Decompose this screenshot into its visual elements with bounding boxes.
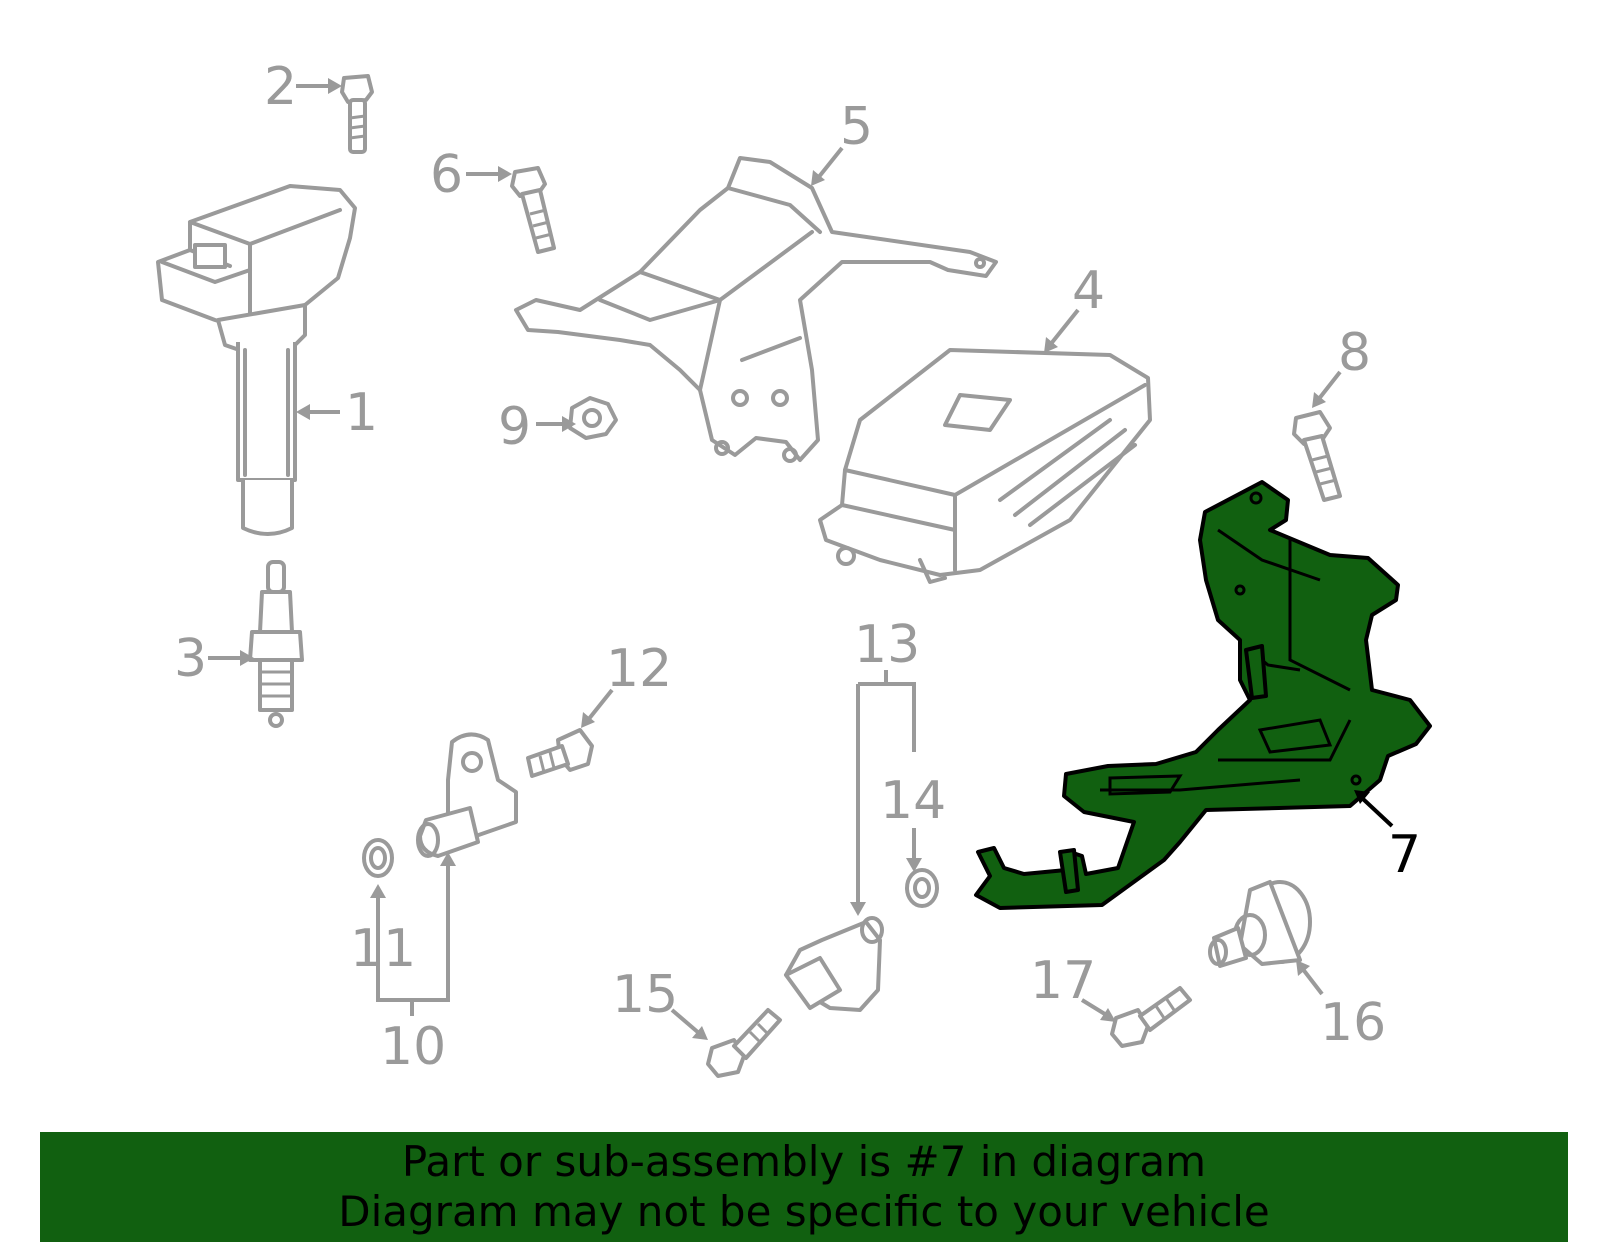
- bolt-2[interactable]: [340, 74, 374, 154]
- bolt-17[interactable]: [1110, 986, 1192, 1048]
- callout-11: 11: [350, 919, 416, 979]
- spark-plug[interactable]: [248, 560, 304, 728]
- seal-ring[interactable]: [362, 838, 394, 878]
- callout-10: 10: [380, 1017, 446, 1077]
- callout-5: 5: [840, 97, 873, 157]
- banner-line-2: Diagram may not be specific to your vehi…: [338, 1187, 1270, 1236]
- callout-12: 12: [606, 639, 672, 699]
- leader-lines: [208, 78, 1394, 1040]
- crankshaft-sensor[interactable]: [784, 916, 884, 1012]
- callout-4: 4: [1072, 261, 1105, 321]
- banner-line-1: Part or sub-assembly is #7 in diagram: [401, 1137, 1207, 1186]
- callout-2: 2: [264, 57, 297, 117]
- callout-13: 13: [854, 615, 920, 675]
- callout-6: 6: [430, 145, 463, 205]
- ignition-coil[interactable]: [156, 184, 357, 536]
- seal-ring-14[interactable]: [905, 868, 939, 908]
- callout-labels: 1 2 3 4 5 6 7 8 9 10 11 12 13 14 15 16 1…: [174, 57, 1421, 1077]
- callout-9: 9: [498, 397, 531, 457]
- bolt-15[interactable]: [706, 1008, 782, 1078]
- parts-diagram: 1 2 3 4 5 6 7 8 9 10 11 12 13 14 15 16 1…: [156, 57, 1432, 1078]
- bolt-12[interactable]: [526, 728, 594, 778]
- upper-bracket[interactable]: [514, 156, 998, 463]
- callout-7: 7: [1388, 825, 1421, 885]
- flange-nut[interactable]: [568, 396, 618, 440]
- callout-17: 17: [1030, 951, 1096, 1011]
- info-banner: Part or sub-assembly is #7 in diagram Di…: [40, 1132, 1568, 1242]
- callout-14: 14: [880, 771, 946, 831]
- callout-16: 16: [1320, 993, 1386, 1053]
- engine-control-module[interactable]: [818, 348, 1152, 584]
- bolt-8[interactable]: [1292, 410, 1342, 502]
- highlighted-bracket-part-7[interactable]: [974, 480, 1432, 910]
- callout-15: 15: [612, 965, 678, 1025]
- callout-8: 8: [1338, 323, 1371, 383]
- bolt-6[interactable]: [510, 166, 556, 254]
- callout-3: 3: [174, 629, 207, 689]
- knock-sensor[interactable]: [1208, 880, 1312, 968]
- camshaft-sensor[interactable]: [416, 732, 518, 858]
- callout-1: 1: [345, 383, 378, 443]
